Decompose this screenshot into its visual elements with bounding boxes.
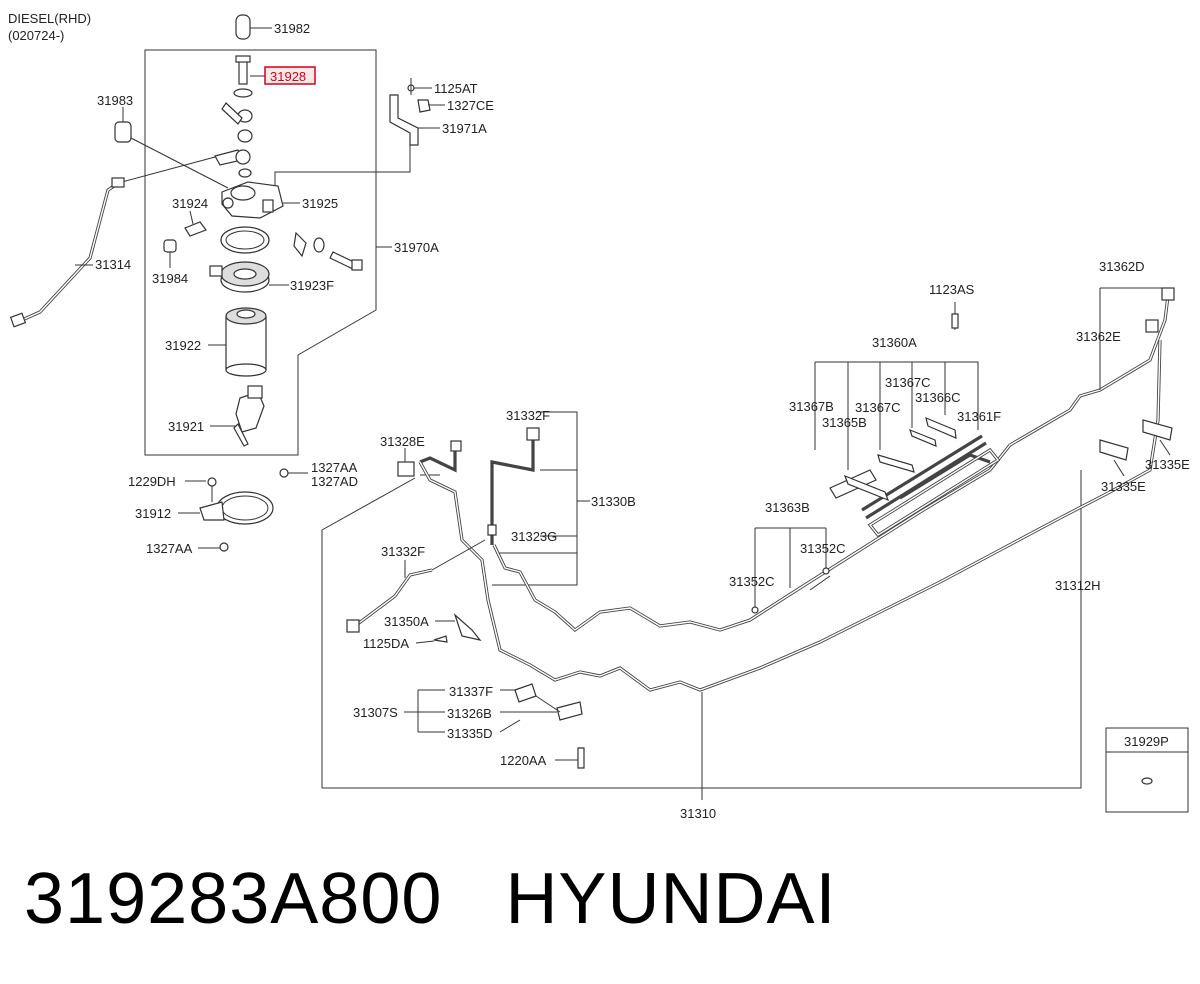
cap-part-31984	[163, 239, 177, 253]
bolt-part-31928[interactable]	[233, 55, 253, 98]
footer-part-number: 319283A800	[24, 859, 443, 939]
header-date: (020724-)	[8, 28, 64, 43]
label-31929P: 31929P	[1124, 734, 1169, 749]
clip-31352C	[751, 606, 759, 614]
banjo-fitting	[221, 102, 243, 125]
connector-part-31328E	[397, 461, 415, 477]
pipe-part-31312H	[492, 444, 1012, 633]
label-31337F: 31337F	[449, 684, 493, 699]
clip-group-31307S	[514, 683, 583, 721]
pipe-part-31310	[418, 339, 1162, 692]
label-31332F-b: 31332F	[381, 544, 425, 559]
callout-labels: 31982 31928 31983 1125AT 1327CE 31971A 3…	[95, 21, 1190, 821]
footer-brand: HYUNDAI	[505, 859, 837, 939]
main-frame-bottom	[322, 470, 1082, 789]
bolt-1123AS	[951, 313, 959, 329]
label-31350A: 31350A	[384, 614, 429, 629]
group-frame-outline	[144, 49, 377, 456]
label-31328E: 31328E	[380, 434, 425, 449]
label-31367C-b: 31367C	[855, 400, 901, 415]
clamp-part-31912	[199, 477, 274, 552]
filter-cartridge-part-31922	[225, 307, 267, 377]
highlight-box-31928	[264, 66, 316, 85]
clip-31352C-2	[822, 567, 830, 575]
label-31924: 31924	[172, 196, 208, 211]
label-1125DA: 1125DA	[363, 636, 409, 651]
clip-31335E-b	[1099, 439, 1129, 461]
label-31352C-a: 31352C	[800, 541, 846, 556]
label-31912: 31912	[135, 506, 171, 521]
label-31335D: 31335D	[447, 726, 493, 741]
label-1327AA-a: 1327AA	[311, 460, 358, 475]
label-1327AD: 1327AD	[311, 474, 358, 489]
label-31921: 31921	[168, 419, 204, 434]
label-31360A: 31360A	[872, 335, 917, 350]
footer-title: 319283A800 HYUNDAI	[24, 858, 836, 940]
label-31362E: 31362E	[1076, 329, 1121, 344]
label-31352C-b: 31352C	[729, 574, 775, 589]
label-31366C: 31366C	[915, 390, 961, 405]
heater-part-31923F	[209, 261, 270, 293]
label-31310: 31310	[680, 806, 716, 821]
label-31923F: 31923F	[290, 278, 334, 293]
cap-part-31982	[235, 14, 251, 40]
label-31307S: 31307S	[353, 705, 398, 720]
label-31982: 31982	[274, 21, 310, 36]
label-1327AA-b: 1327AA	[146, 541, 193, 556]
label-31330B: 31330B	[591, 494, 636, 509]
label-31928[interactable]: 31928	[270, 69, 306, 84]
label-31925: 31925	[302, 196, 338, 211]
label-31970A: 31970A	[394, 240, 439, 255]
fuel-filter-group	[9, 14, 445, 552]
washer-ring	[237, 129, 253, 143]
label-31314: 31314	[95, 257, 131, 272]
label-31332F-a: 31332F	[506, 408, 550, 423]
label-1123AS: 1123AS	[929, 282, 975, 297]
clip-set-31367	[829, 416, 957, 502]
label-31367B: 31367B	[789, 399, 834, 414]
bolt-1125DA	[433, 635, 448, 643]
clip-31335E-a	[1142, 419, 1173, 441]
label-31363B: 31363B	[765, 500, 810, 515]
sensor-part-31921	[233, 385, 265, 447]
nut-1327AA	[279, 468, 289, 478]
label-31367C-a: 31367C	[885, 375, 931, 390]
main-frame-left	[321, 477, 416, 788]
bracket-part-31971A	[389, 78, 431, 146]
label-31361F: 31361F	[957, 409, 1001, 424]
pipe-group-31330B	[419, 427, 540, 545]
label-31983: 31983	[97, 93, 133, 108]
header-variant: DIESEL(RHD)	[8, 11, 91, 26]
label-31312H: 31312H	[1055, 578, 1101, 593]
fitting-31332F	[346, 619, 360, 633]
cooler-part-31360A	[861, 434, 1001, 538]
label-1125AT: 1125AT	[434, 81, 478, 96]
label-1220AA: 1220AA	[500, 753, 547, 768]
sleeve-part-31983	[114, 121, 132, 143]
bracket-part-31350A	[453, 613, 482, 641]
label-31984: 31984	[152, 271, 188, 286]
label-31362D: 31362D	[1099, 259, 1145, 274]
inset-box-31929P	[1105, 727, 1189, 813]
label-31335E-b: 31335E	[1101, 479, 1146, 494]
label-31335E-a: 31335E	[1145, 457, 1190, 472]
label-31365B: 31365B	[822, 415, 867, 430]
label-1327CE: 1327CE	[447, 98, 494, 113]
label-31326B: 31326B	[447, 706, 492, 721]
label-31971A: 31971A	[442, 121, 487, 136]
plug-part-31924	[184, 221, 207, 237]
bolt-1220AA	[577, 747, 585, 769]
label-1229DH: 1229DH	[128, 474, 176, 489]
filter-head-part-31925	[221, 181, 284, 219]
drain-fitting	[293, 231, 307, 258]
label-31323G: 31323G	[511, 529, 557, 544]
label-31922: 31922	[165, 338, 201, 353]
